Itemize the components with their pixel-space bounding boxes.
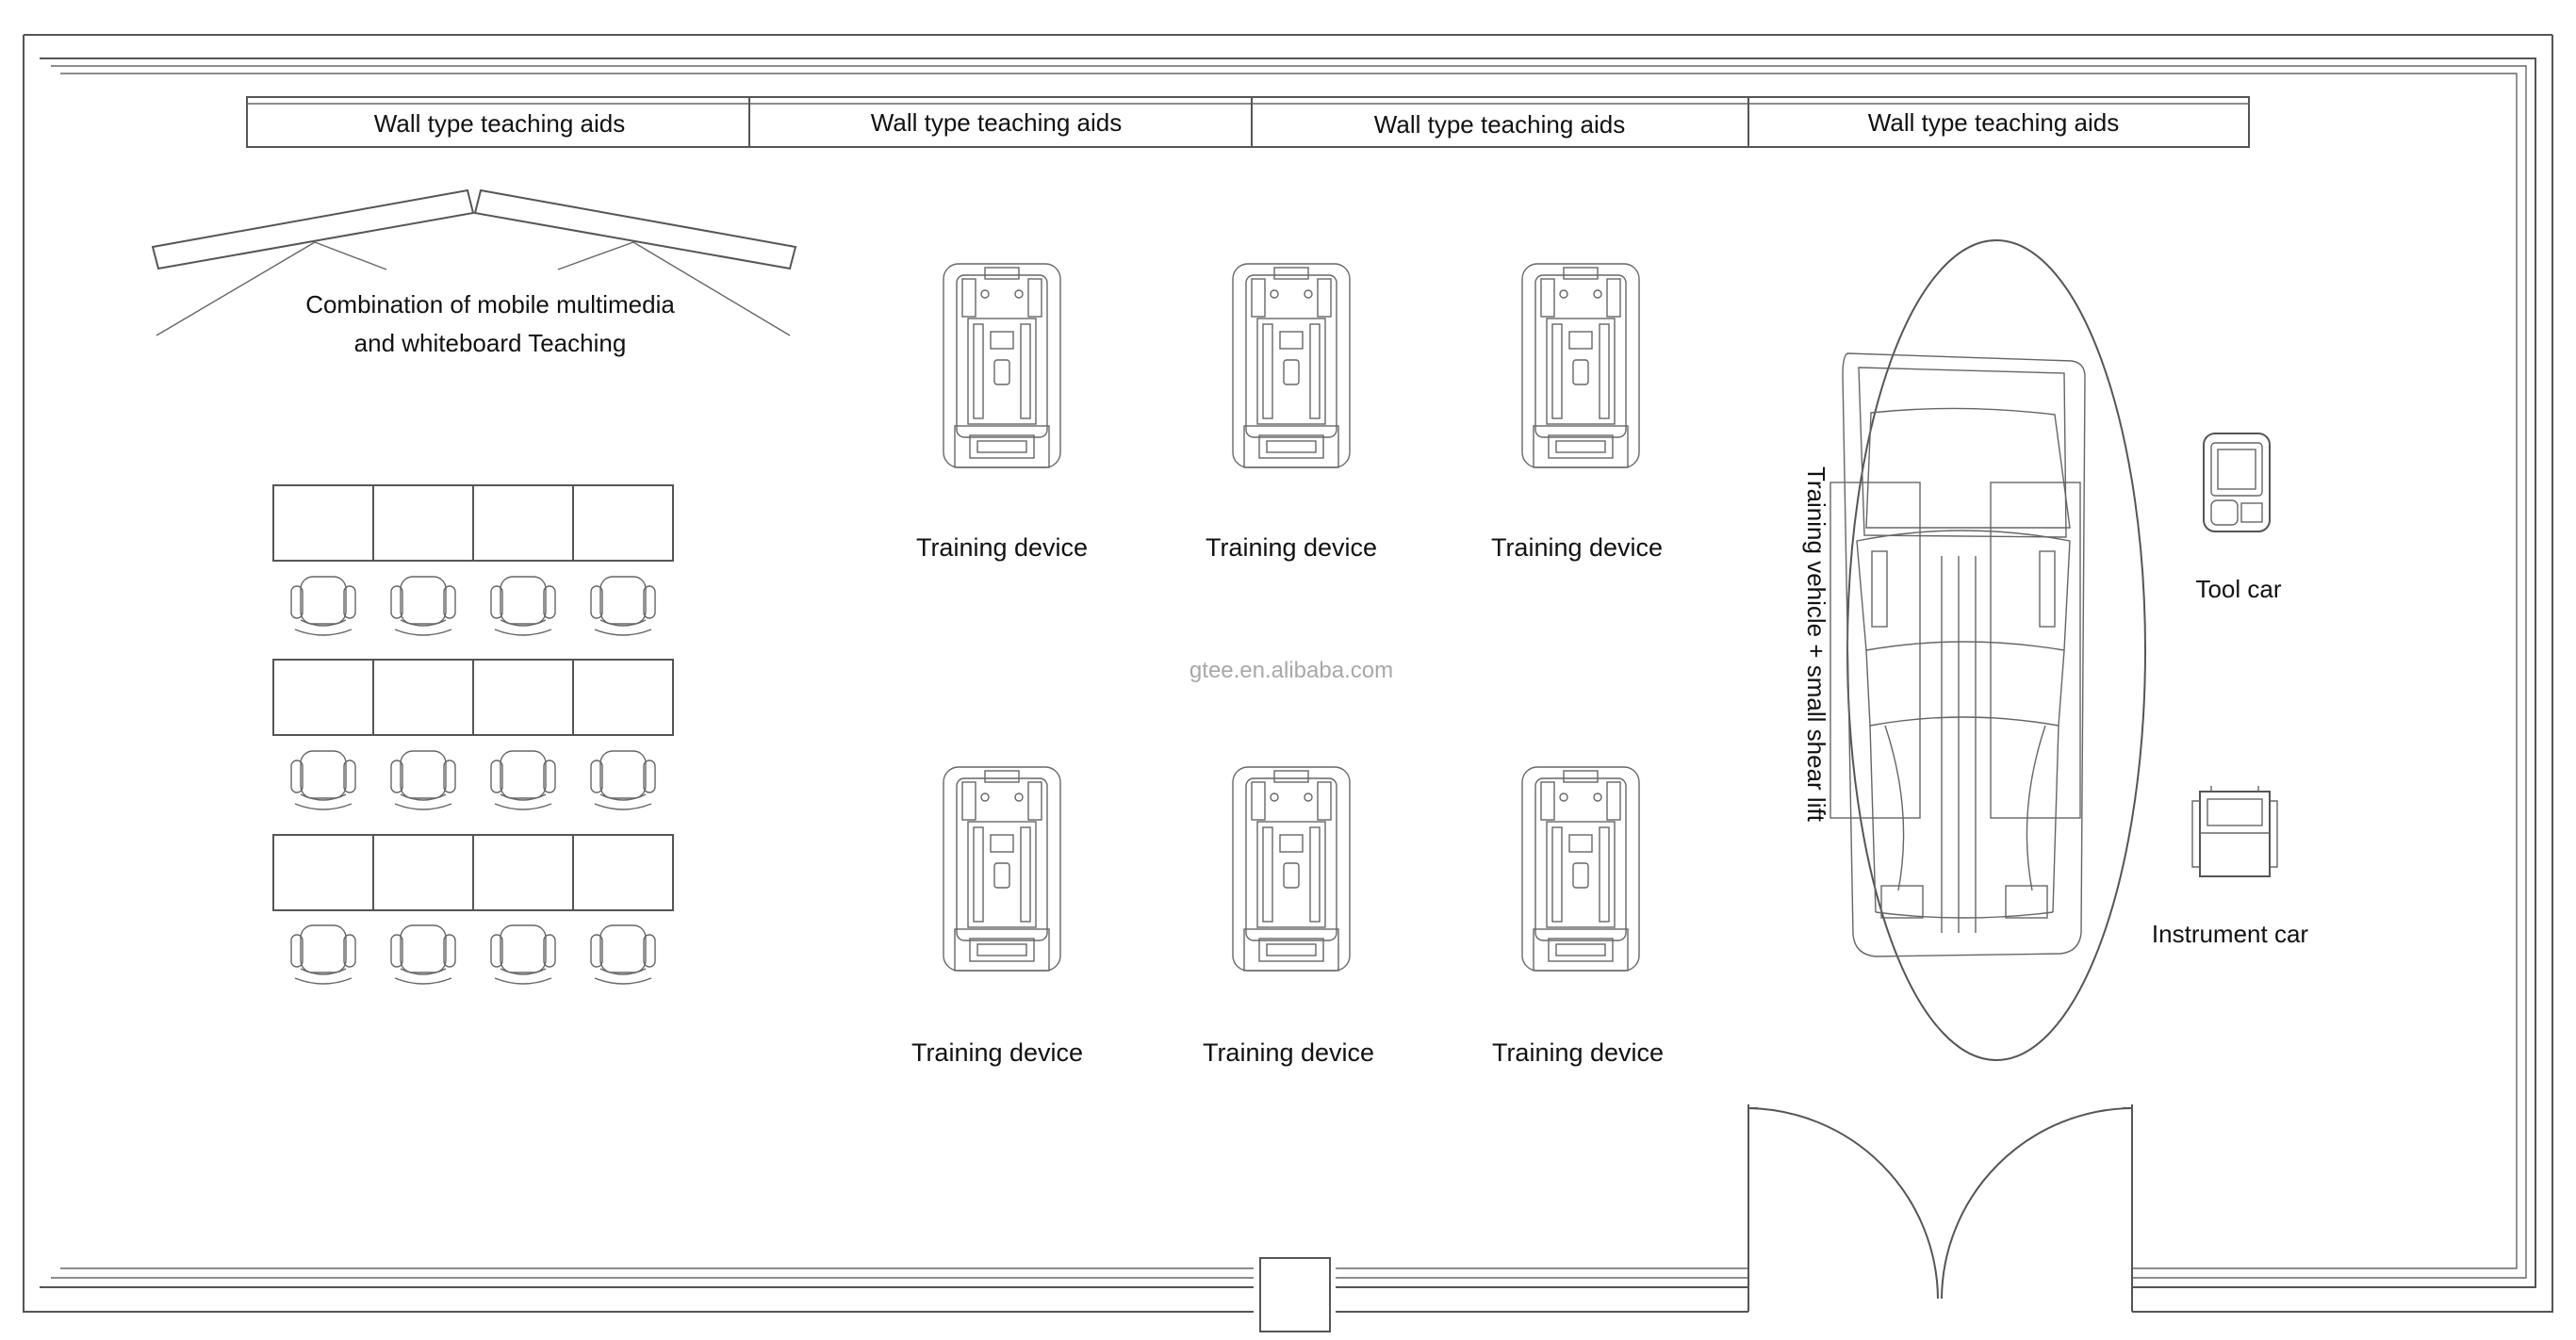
training-device bbox=[943, 766, 1061, 972]
instrument-car-label: Instrument car bbox=[2152, 920, 2309, 948]
student-desks bbox=[272, 484, 674, 911]
multimedia-label-line-1: Combination of mobile multimedia bbox=[305, 290, 675, 319]
training-vehicle bbox=[1842, 352, 2086, 957]
chair bbox=[590, 750, 656, 810]
wall-aids-strip: Wall type teaching aids Wall type teachi… bbox=[246, 96, 2250, 148]
instrument-car: Instrument car bbox=[2152, 786, 2309, 948]
chair bbox=[590, 576, 656, 636]
chair bbox=[490, 924, 556, 985]
training-device-label: Training device bbox=[1491, 533, 1663, 562]
watermark-text: gtee.en.alibaba.com bbox=[1190, 658, 1393, 683]
training-device-label: Training device bbox=[911, 1038, 1083, 1067]
tool-car: Tool car bbox=[2195, 433, 2282, 603]
multimedia-whiteboard: Combination of mobile multimedia and whi… bbox=[151, 188, 797, 357]
training-device-label: Training device bbox=[1492, 1038, 1664, 1067]
vehicle-lift-label: Training vehicle + small shear lift bbox=[1802, 466, 1830, 823]
training-devices: Training device Training device Training… bbox=[911, 263, 1664, 1067]
multimedia-label-line-2: and whiteboard Teaching bbox=[354, 329, 627, 357]
double-door bbox=[1747, 1104, 2133, 1312]
wall-aid-label: Wall type teaching aids bbox=[374, 109, 625, 138]
tool-car-label: Tool car bbox=[2195, 575, 2281, 603]
wall-aid-label: Wall type teaching aids bbox=[871, 108, 1122, 137]
chair bbox=[490, 576, 556, 636]
chair bbox=[490, 750, 556, 810]
wall-aid-label: Wall type teaching aids bbox=[1868, 108, 2119, 137]
pillar bbox=[1259, 1257, 1331, 1332]
chair bbox=[290, 576, 356, 636]
training-device-label: Training device bbox=[1203, 1038, 1374, 1067]
training-device bbox=[1232, 766, 1351, 972]
chair bbox=[590, 924, 656, 985]
chair bbox=[290, 924, 356, 985]
training-device bbox=[1521, 766, 1640, 972]
training-device bbox=[1232, 263, 1351, 468]
training-device-label: Training device bbox=[1206, 533, 1377, 562]
vehicle-lift-area: Training vehicle + small shear lift bbox=[1802, 239, 2146, 1061]
training-device bbox=[943, 263, 1061, 468]
student-chairs bbox=[290, 576, 656, 985]
chair bbox=[390, 750, 456, 810]
training-device-label: Training device bbox=[916, 533, 1088, 562]
outer-walls bbox=[23, 34, 2553, 1332]
wall-aid-label: Wall type teaching aids bbox=[1374, 110, 1625, 139]
chair bbox=[390, 924, 456, 985]
training-device bbox=[1521, 263, 1640, 468]
shear-lift bbox=[1829, 482, 2081, 933]
chair bbox=[390, 576, 456, 636]
chair bbox=[290, 750, 356, 810]
